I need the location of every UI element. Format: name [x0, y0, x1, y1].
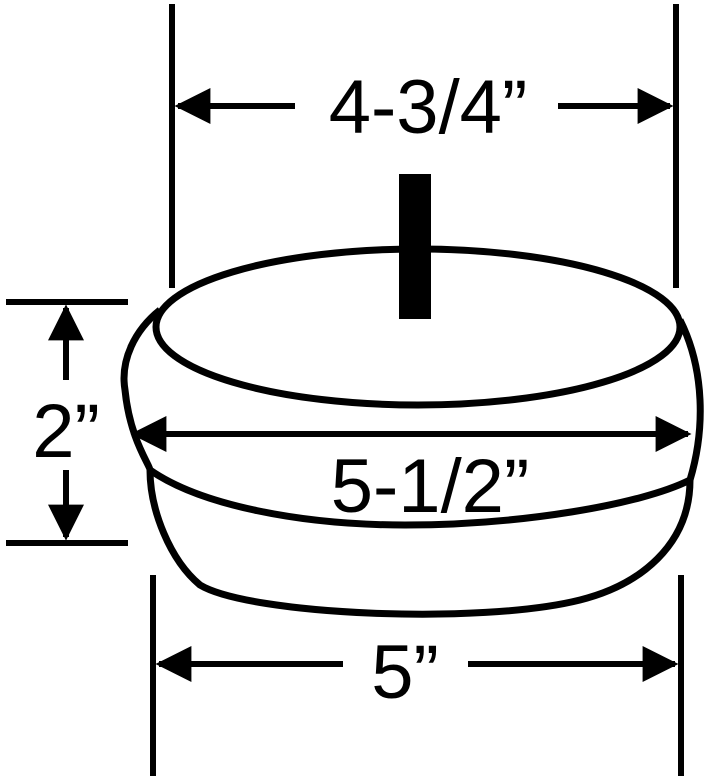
- base-width-label: 5”: [371, 630, 439, 715]
- lower-ring-outline: [146, 469, 694, 618]
- mounting-bolt: [399, 174, 431, 319]
- height-label: 2”: [32, 389, 100, 474]
- upper-bulge-outline: [120, 307, 704, 482]
- top-width-label: 4-3/4”: [329, 65, 528, 150]
- mid-groove: [147, 467, 692, 529]
- max-diameter-label: 5-1/2”: [331, 444, 530, 529]
